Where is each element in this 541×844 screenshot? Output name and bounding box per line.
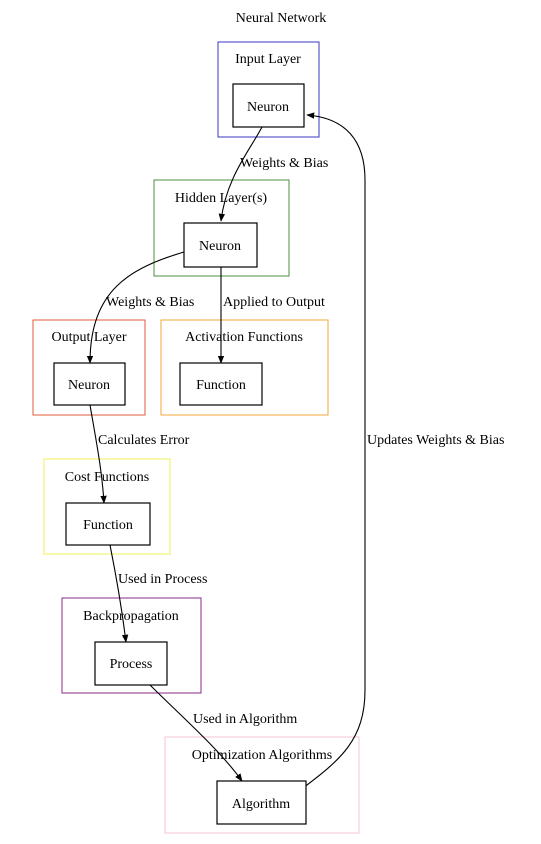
cluster-hidden-layers-label: Hidden Layer(s) <box>175 191 267 206</box>
cluster-input-layer-label: Input Layer <box>235 52 301 67</box>
edge-optimization-to-input-label: Updates Weights & Bias <box>367 433 504 448</box>
cluster-output-layer-border <box>32 319 146 416</box>
node-input-neuron-box <box>232 83 305 128</box>
edge-output-to-cost-line <box>89 404 107 504</box>
edge-backprop-to-optimization: Used in Algorithm <box>149 684 297 782</box>
cluster-cost-functions: Cost Functions <box>43 458 171 555</box>
cluster-activation-functions-label: Activation Functions <box>185 330 303 345</box>
edge-optimization-to-input-line <box>302 112 366 789</box>
node-cost-function-label: Function <box>83 518 133 533</box>
edge-cost-to-backprop: Used in Process <box>109 544 207 643</box>
edge-backprop-to-optimization-label: Used in Algorithm <box>193 712 297 727</box>
edge-optimization-to-input: Updates Weights & Bias <box>302 112 504 789</box>
node-input-neuron: Neuron <box>232 83 305 128</box>
node-optimization-algorithm-label: Algorithm <box>232 797 290 812</box>
cluster-cost-functions-border <box>43 458 171 555</box>
node-cost-function-box <box>65 502 151 546</box>
node-backprop-process-box <box>94 641 168 686</box>
node-cost-function: Function <box>65 502 151 546</box>
cluster-backpropagation-border <box>61 597 202 694</box>
node-output-neuron-box <box>53 362 126 406</box>
edge-cost-to-backprop-line <box>109 544 129 643</box>
cluster-optimization-algorithms: Optimization Algorithms <box>164 736 360 834</box>
node-optimization-algorithm-box <box>216 780 307 825</box>
cluster-input-layer-border <box>217 41 320 138</box>
cluster-output-layer: Output Layer <box>32 319 146 416</box>
node-hidden-neuron-box <box>183 222 258 268</box>
diagram-title: Neural Network <box>236 11 327 26</box>
edge-hidden-to-output-line <box>86 251 185 364</box>
node-activation-function-box <box>179 362 263 406</box>
node-output-neuron-label: Neuron <box>68 378 110 393</box>
cluster-backpropagation-label: Backpropagation <box>83 609 179 624</box>
node-hidden-neuron: Neuron <box>183 222 258 268</box>
edge-input-to-hidden: Weights & Bias <box>218 126 328 222</box>
node-hidden-neuron-label: Neuron <box>199 239 241 254</box>
cluster-cost-functions-label: Cost Functions <box>65 470 149 485</box>
edge-hidden-to-output: Weights & Bias <box>86 251 194 364</box>
edge-output-to-cost-label: Calculates Error <box>98 433 190 448</box>
node-output-neuron: Neuron <box>53 362 126 406</box>
node-backprop-process: Process <box>94 641 168 686</box>
node-optimization-algorithm: Algorithm <box>216 780 307 825</box>
edge-backprop-to-optimization-line <box>149 684 243 782</box>
node-activation-function: Function <box>179 362 263 406</box>
edge-hidden-to-output-label: Weights & Bias <box>106 295 194 310</box>
cluster-optimization-algorithms-border <box>164 736 360 834</box>
cluster-input-layer: Input Layer <box>217 41 320 138</box>
edge-hidden-to-activation: Applied to Output <box>217 267 325 364</box>
cluster-activation-functions-border <box>160 319 329 416</box>
node-backprop-process-label: Process <box>110 657 153 672</box>
node-input-neuron-label: Neuron <box>247 100 289 115</box>
cluster-backpropagation: Backpropagation <box>61 597 202 694</box>
cluster-output-layer-label: Output Layer <box>51 330 126 345</box>
edge-output-to-cost: Calculates Error <box>89 404 190 504</box>
edge-input-to-hidden-line <box>218 126 263 222</box>
cluster-activation-functions: Activation Functions <box>160 319 329 416</box>
edge-hidden-to-activation-label: Applied to Output <box>223 295 325 310</box>
edge-cost-to-backprop-label: Used in Process <box>118 572 207 587</box>
edge-input-to-hidden-label: Weights & Bias <box>240 156 328 171</box>
node-activation-function-label: Function <box>196 378 246 393</box>
cluster-optimization-algorithms-label: Optimization Algorithms <box>192 748 332 763</box>
